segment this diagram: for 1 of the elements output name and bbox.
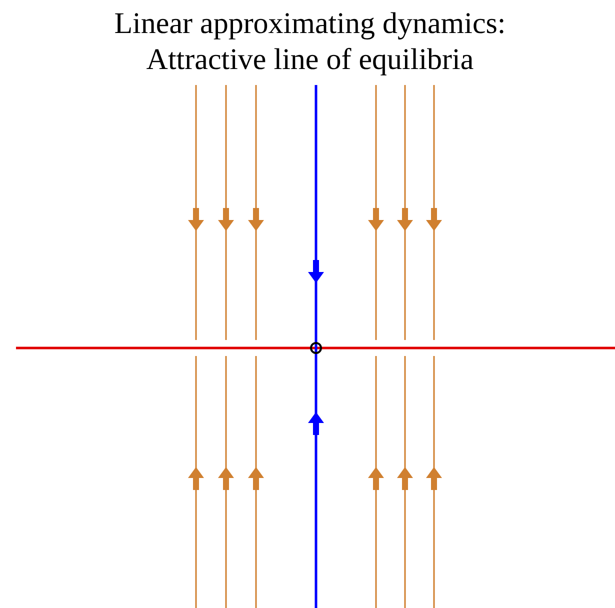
- title: Linear approximating dynamics: Attractive line of equilibria: [113, 6, 507, 78]
